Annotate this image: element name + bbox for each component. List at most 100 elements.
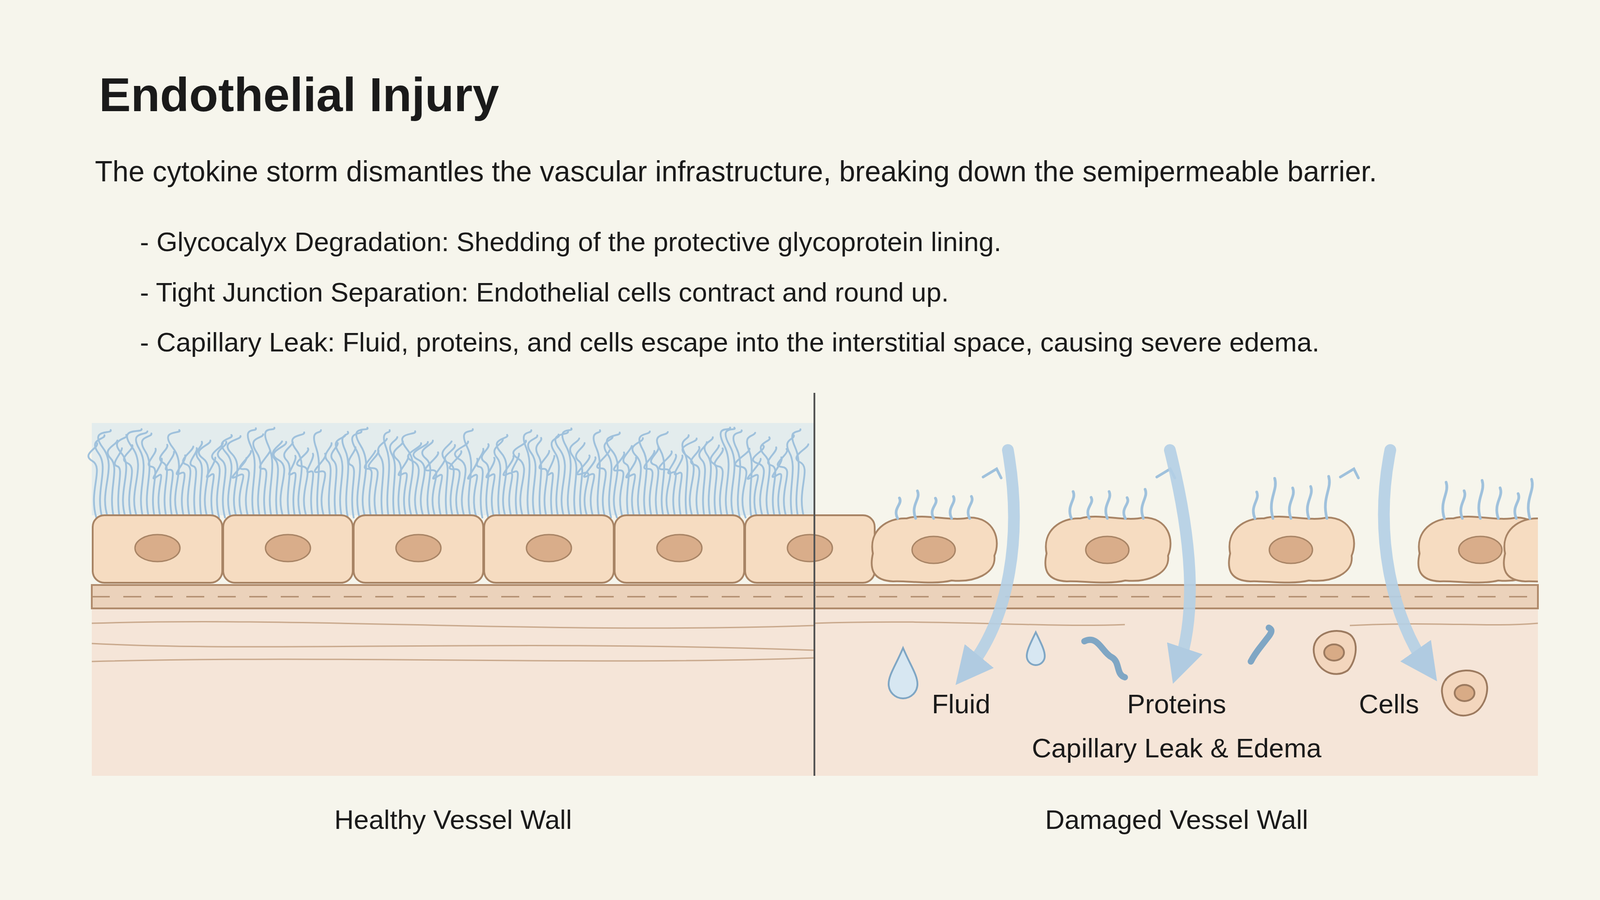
healthy-cell bbox=[484, 515, 614, 583]
glycocalyx-strand bbox=[626, 457, 637, 518]
glycocalyx-strand bbox=[539, 450, 550, 518]
leak-label: Proteins bbox=[1127, 688, 1227, 720]
glycocalyx-strand bbox=[126, 429, 142, 518]
bullet-point: - Glycocalyx Degradation: Shedding of th… bbox=[139, 226, 1002, 258]
glycocalyx-strand bbox=[314, 430, 321, 518]
glycocalyx-stub bbox=[896, 498, 901, 519]
panel-caption: Damaged Vessel Wall bbox=[1045, 804, 1309, 836]
glycocalyx-strand bbox=[114, 448, 122, 518]
glycocalyx-strand bbox=[408, 443, 422, 518]
glycocalyx-strand bbox=[481, 444, 489, 518]
glycocalyx-strand bbox=[148, 448, 156, 518]
glycocalyx-strand bbox=[512, 453, 520, 518]
glycocalyx-stub bbox=[1514, 493, 1520, 519]
glycocalyx-stub bbox=[968, 496, 973, 519]
glycocalyx-strand bbox=[777, 449, 787, 518]
glycocalyx-strand bbox=[413, 441, 428, 518]
glycocalyx-strand bbox=[368, 449, 379, 518]
cell-nucleus bbox=[1269, 536, 1313, 564]
glycocalyx-strand bbox=[198, 440, 211, 518]
glycocalyx-strand bbox=[575, 442, 585, 518]
cell-nucleus bbox=[912, 536, 956, 564]
divider-line bbox=[813, 392, 816, 776]
glycocalyx-strand bbox=[659, 451, 672, 518]
glycocalyx-strand bbox=[496, 434, 508, 518]
glycocalyx-strand bbox=[704, 437, 713, 518]
glycocalyx-strand bbox=[217, 441, 227, 518]
glycocalyx-strand bbox=[639, 431, 650, 518]
glycocalyx-strand bbox=[183, 446, 194, 518]
glycocalyx-strand bbox=[593, 430, 601, 518]
glycocalyx-strand bbox=[402, 431, 416, 518]
glycocalyx-strand bbox=[577, 455, 590, 518]
glycocalyx-strand bbox=[570, 438, 580, 518]
glycocalyx bbox=[88, 427, 809, 518]
title: Endothelial Injury bbox=[98, 67, 499, 123]
glycocalyx-strand bbox=[604, 435, 613, 518]
glycocalyx-strand bbox=[98, 429, 111, 518]
glycocalyx-stub bbox=[932, 498, 937, 519]
glycocalyx-stub bbox=[1087, 497, 1093, 519]
glycocalyx-strand bbox=[536, 437, 542, 518]
glycocalyx-stub bbox=[1253, 491, 1258, 519]
cell-nucleus bbox=[656, 534, 702, 562]
glycocalyx-strand bbox=[393, 441, 403, 518]
glycocalyx-strand bbox=[422, 440, 433, 518]
glycocalyx-strand bbox=[735, 448, 750, 518]
glycocalyx-strand bbox=[597, 450, 610, 518]
healthy-cell bbox=[745, 515, 875, 583]
cell-nucleus bbox=[526, 534, 572, 562]
glycocalyx-stub bbox=[1460, 490, 1466, 519]
leak-arrows bbox=[967, 449, 1427, 671]
glycocalyx-stub bbox=[1069, 491, 1075, 519]
glycocalyx-strand bbox=[190, 448, 197, 518]
damaged-cell bbox=[871, 516, 997, 583]
glycocalyx-strand bbox=[494, 439, 504, 518]
cell-nucleus bbox=[134, 534, 180, 562]
glycocalyx-strand bbox=[747, 458, 761, 518]
glycocalyx-strand bbox=[449, 451, 462, 518]
glycocalyx-strand bbox=[523, 430, 532, 518]
glycocalyx-strand bbox=[644, 450, 655, 518]
healthy-cell bbox=[614, 515, 745, 583]
protein-squiggles bbox=[1084, 627, 1272, 678]
glycocalyx-stub bbox=[1496, 487, 1502, 519]
region-label: Capillary Leak & Edema bbox=[1031, 732, 1322, 764]
glycocalyx-strand bbox=[691, 446, 700, 518]
glycocalyx-strand bbox=[760, 437, 770, 518]
glycocalyx-strand bbox=[123, 444, 133, 518]
glycocalyx-strand bbox=[714, 448, 723, 518]
glycocalyx-strand bbox=[141, 433, 152, 518]
damaged-cell-body bbox=[1228, 516, 1354, 583]
glycocalyx-strand bbox=[486, 457, 495, 518]
cell-nucleus bbox=[1458, 536, 1502, 564]
healthy-cell bbox=[92, 515, 223, 583]
glycocalyx-strand bbox=[606, 432, 621, 518]
glycocalyx-strand bbox=[288, 455, 296, 518]
glycocalyx-strand bbox=[284, 442, 293, 518]
healthy-cell bbox=[353, 515, 484, 583]
glycocalyx-strand bbox=[239, 450, 251, 518]
leak-label: Cells bbox=[1358, 688, 1419, 720]
glycocalyx-strand bbox=[377, 438, 387, 518]
glycocalyx-strand bbox=[651, 446, 659, 518]
glycocalyx-strand bbox=[444, 444, 455, 518]
glycocalyx-strand bbox=[425, 452, 439, 518]
glycocalyx-strand bbox=[160, 444, 168, 518]
glycocalyx-stub bbox=[1141, 489, 1147, 519]
glycocalyx-strand bbox=[454, 441, 468, 518]
glycocalyx-strand bbox=[513, 440, 526, 518]
glycocalyx-strand bbox=[613, 452, 625, 518]
glycocalyx-strand bbox=[584, 457, 596, 518]
glycocalyx-strand bbox=[364, 450, 376, 518]
glycocalyx-strand bbox=[562, 428, 572, 518]
damaged-cell bbox=[1045, 516, 1171, 583]
glycocalyx-stub bbox=[1105, 491, 1111, 519]
damaged-cell bbox=[1228, 516, 1354, 583]
glycocalyx-strand bbox=[632, 437, 643, 518]
glycocalyx-stub bbox=[1289, 487, 1294, 519]
glycocalyx-strand bbox=[331, 442, 338, 518]
glycocalyx-strand bbox=[265, 427, 275, 518]
glycocalyx-stub bbox=[950, 496, 955, 519]
